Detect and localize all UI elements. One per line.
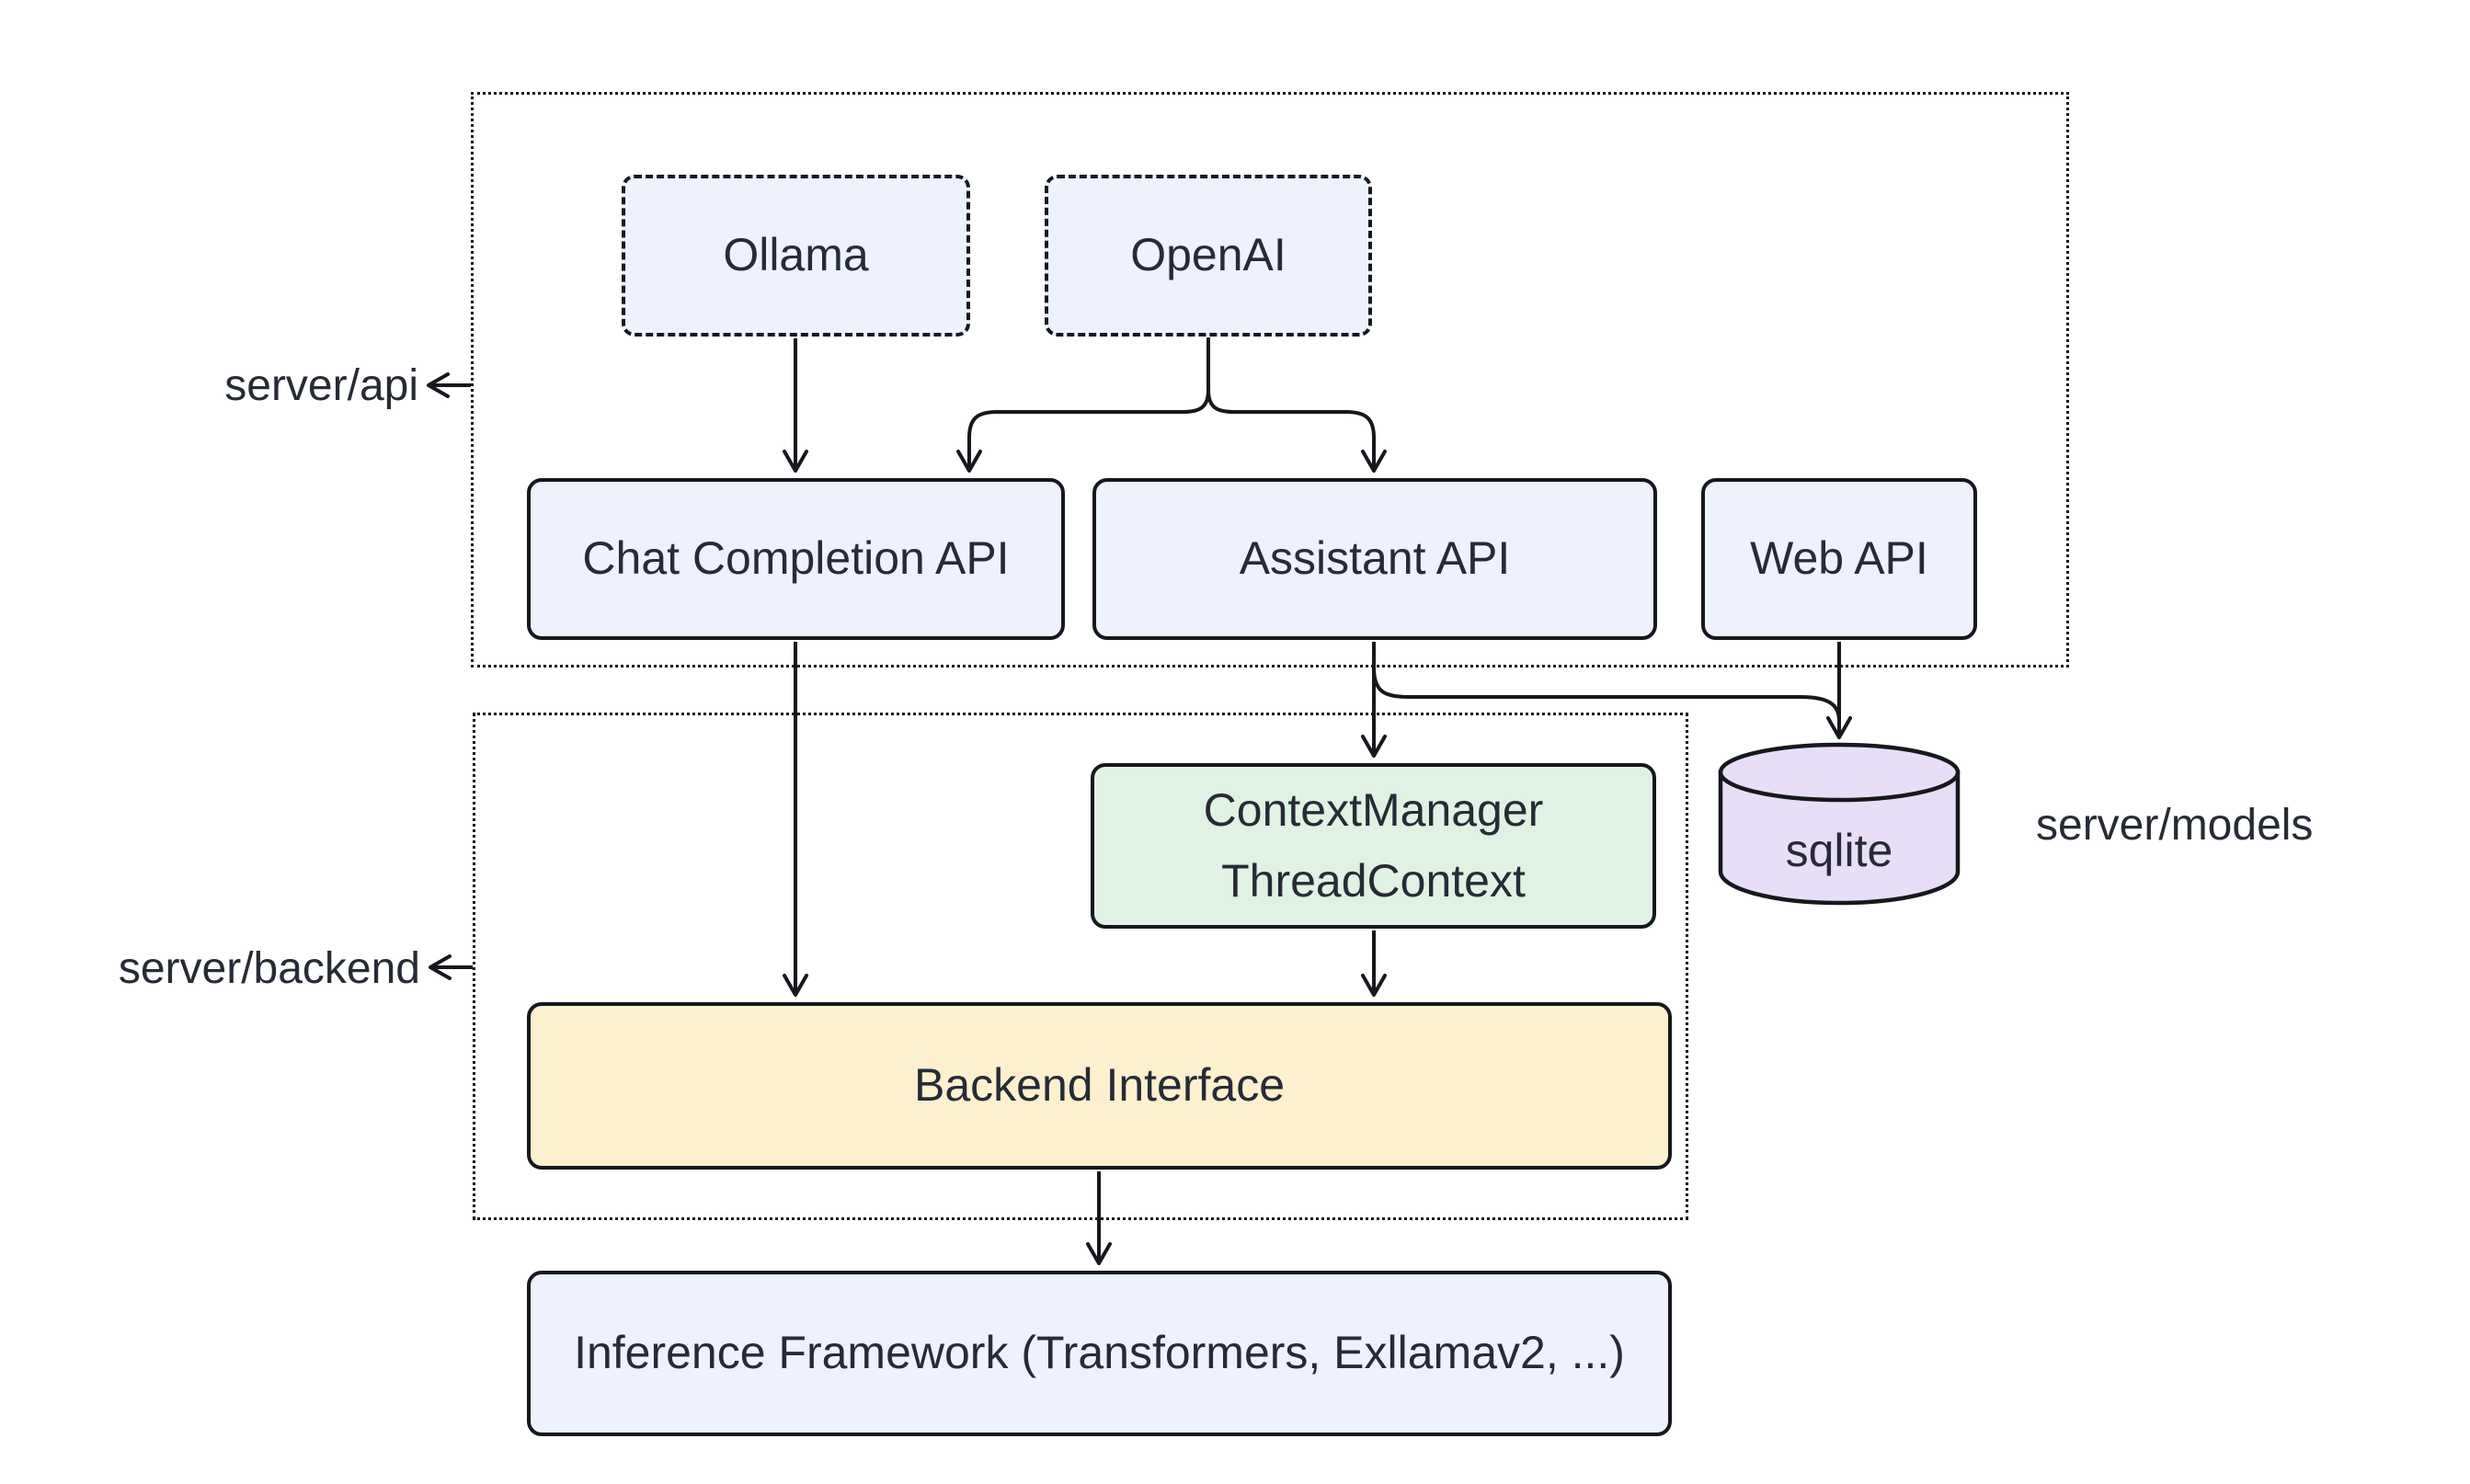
node-chat-completion-api: Chat Completion API: [527, 478, 1065, 640]
node-assistant-api-label: Assistant API: [1239, 532, 1511, 585]
label-server-models: server/models: [2036, 801, 2314, 850]
node-inference-framework-label: Inference Framework (Transformers, Exlla…: [574, 1327, 1625, 1379]
node-openai: OpenAI: [1045, 175, 1372, 337]
edge-openai-to-chat-completion-api: [956, 389, 1210, 473]
node-web-api: Web API: [1701, 478, 1977, 640]
sqlite-label: sqlite: [1786, 825, 1893, 876]
node-chat-completion-api-label: Chat Completion API: [582, 532, 1010, 585]
edge-assistant-api-to-sqlite: [1372, 667, 1841, 722]
label-server-backend: server/backend: [118, 944, 420, 993]
container-server-api: [471, 92, 2069, 668]
sqlite-cylinder-body: [1718, 770, 1961, 906]
node-backend-interface: Backend Interface: [527, 1002, 1672, 1170]
node-context-manager-label-line2: ThreadContext: [1221, 855, 1526, 907]
node-ollama-label: Ollama: [723, 229, 869, 281]
edge-openai-to-assistant-api: [1206, 389, 1387, 473]
container-server-backend: [473, 713, 1688, 1220]
node-inference-framework: Inference Framework (Transformers, Exlla…: [527, 1271, 1672, 1436]
label-server-api: server/api: [224, 361, 418, 410]
node-web-api-label: Web API: [1750, 532, 1928, 585]
node-context-manager: ContextManager ThreadContext: [1091, 763, 1656, 929]
sqlite-cylinder-top: [1718, 742, 1961, 803]
node-context-manager-label-line1: ContextManager: [1203, 783, 1544, 836]
node-assistant-api: Assistant API: [1092, 478, 1657, 640]
node-openai-label: OpenAI: [1130, 229, 1286, 281]
node-backend-interface-label: Backend Interface: [913, 1059, 1286, 1112]
node-ollama: Ollama: [622, 175, 970, 337]
node-sqlite: sqlite: [1718, 742, 1961, 906]
